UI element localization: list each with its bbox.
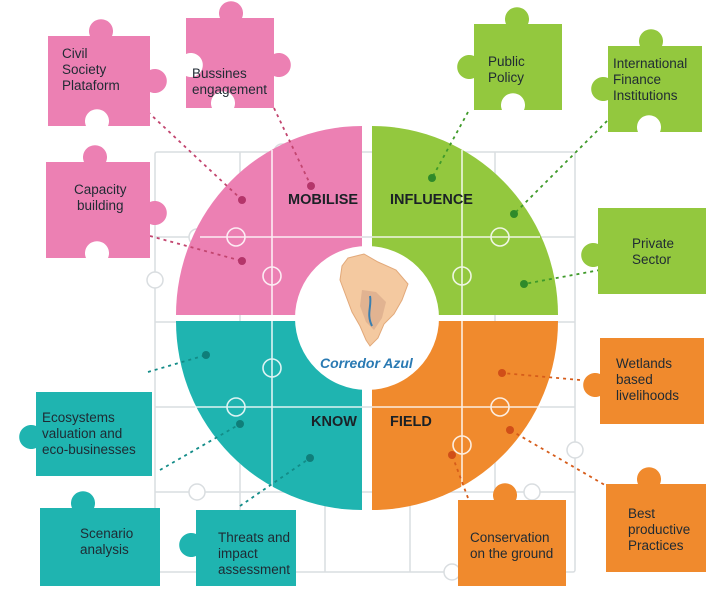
piece-label-public-policy: Public Policy — [488, 54, 525, 86]
piece-ifi — [591, 29, 702, 133]
text-line: eco-businesses — [42, 442, 136, 457]
piece-best-practices — [606, 467, 706, 572]
text-line: Threats and — [218, 530, 291, 545]
center-title: Corredor Azul — [320, 355, 413, 371]
piece-public-policy — [457, 7, 562, 111]
quadrant-label-mobilise: MOBILISE — [288, 192, 359, 208]
text-line: analysis — [80, 542, 129, 557]
text-line: Private — [632, 236, 675, 251]
text-line: valuation and — [42, 426, 123, 441]
text-line: International — [613, 56, 688, 71]
piece-conservation — [458, 483, 566, 586]
text-line: assessment — [218, 562, 291, 577]
quadrant-label-field: FIELD — [390, 414, 432, 430]
piece-civil-society — [48, 19, 167, 126]
piece-label-wetlands: Wetlands based livelihoods — [616, 356, 679, 404]
text-line: impact — [218, 546, 258, 561]
piece-scenario — [40, 491, 160, 586]
text-line: Plataform — [62, 78, 120, 93]
text-line: Finance — [613, 72, 662, 87]
text-line: Public — [488, 54, 525, 69]
piece-label-ifi: International Finance Institutions — [613, 56, 687, 104]
piece-label-civil-society: Civil Society Plataform — [62, 46, 120, 94]
text-line: Society — [62, 62, 107, 77]
piece-threats — [179, 510, 296, 586]
piece-private-sector — [581, 208, 706, 294]
text-line: Scenario — [80, 526, 134, 541]
piece-label-best-practices: Best productive Practices — [628, 506, 690, 554]
piece-label-capacity: Capacity building — [74, 182, 127, 214]
piece-label-business: Bussines engagement — [192, 66, 267, 98]
quadrant-label-know: KNOW — [311, 414, 357, 430]
text-line: building — [76, 198, 124, 213]
piece-label-private-sector: Private Sector — [632, 236, 674, 268]
text-line: Civil — [62, 46, 88, 61]
text-line: Conservation — [470, 530, 550, 545]
text-line: Wetlands — [616, 356, 673, 371]
piece-ecosystems — [19, 392, 152, 476]
connector-lines — [147, 107, 613, 507]
text-line: productive — [628, 522, 691, 537]
wedge-puzzle-lines — [195, 150, 540, 490]
text-line: Sector — [632, 252, 672, 267]
text-line: Capacity — [74, 182, 127, 197]
text-line: based — [616, 372, 653, 387]
piece-label-threats: Threats and impact assessment — [218, 530, 290, 578]
text-line: Ecosystems — [42, 410, 115, 425]
text-line: Bussines — [192, 66, 247, 81]
piece-capacity — [46, 145, 167, 258]
piece-business — [186, 1, 291, 108]
piece-label-conservation: Conservation on the ground — [470, 530, 553, 562]
text-line: Practices — [628, 538, 684, 553]
piece-label-scenario: Scenario analysis — [80, 526, 133, 558]
text-line: Policy — [488, 70, 525, 85]
quadrant-label-influence: INFLUENCE — [390, 192, 473, 208]
piece-wetlands — [583, 338, 704, 424]
text-line: livelihoods — [616, 388, 680, 403]
text-line: Best — [628, 506, 656, 521]
piece-label-ecosystems: Ecosystems valuation and eco-businesses — [42, 410, 136, 458]
text-line: Institutions — [613, 88, 678, 103]
text-line: on the ground — [470, 546, 554, 561]
text-line: engagement — [192, 82, 268, 97]
connector-dots — [202, 174, 528, 462]
south-america-map-icon — [339, 253, 409, 347]
